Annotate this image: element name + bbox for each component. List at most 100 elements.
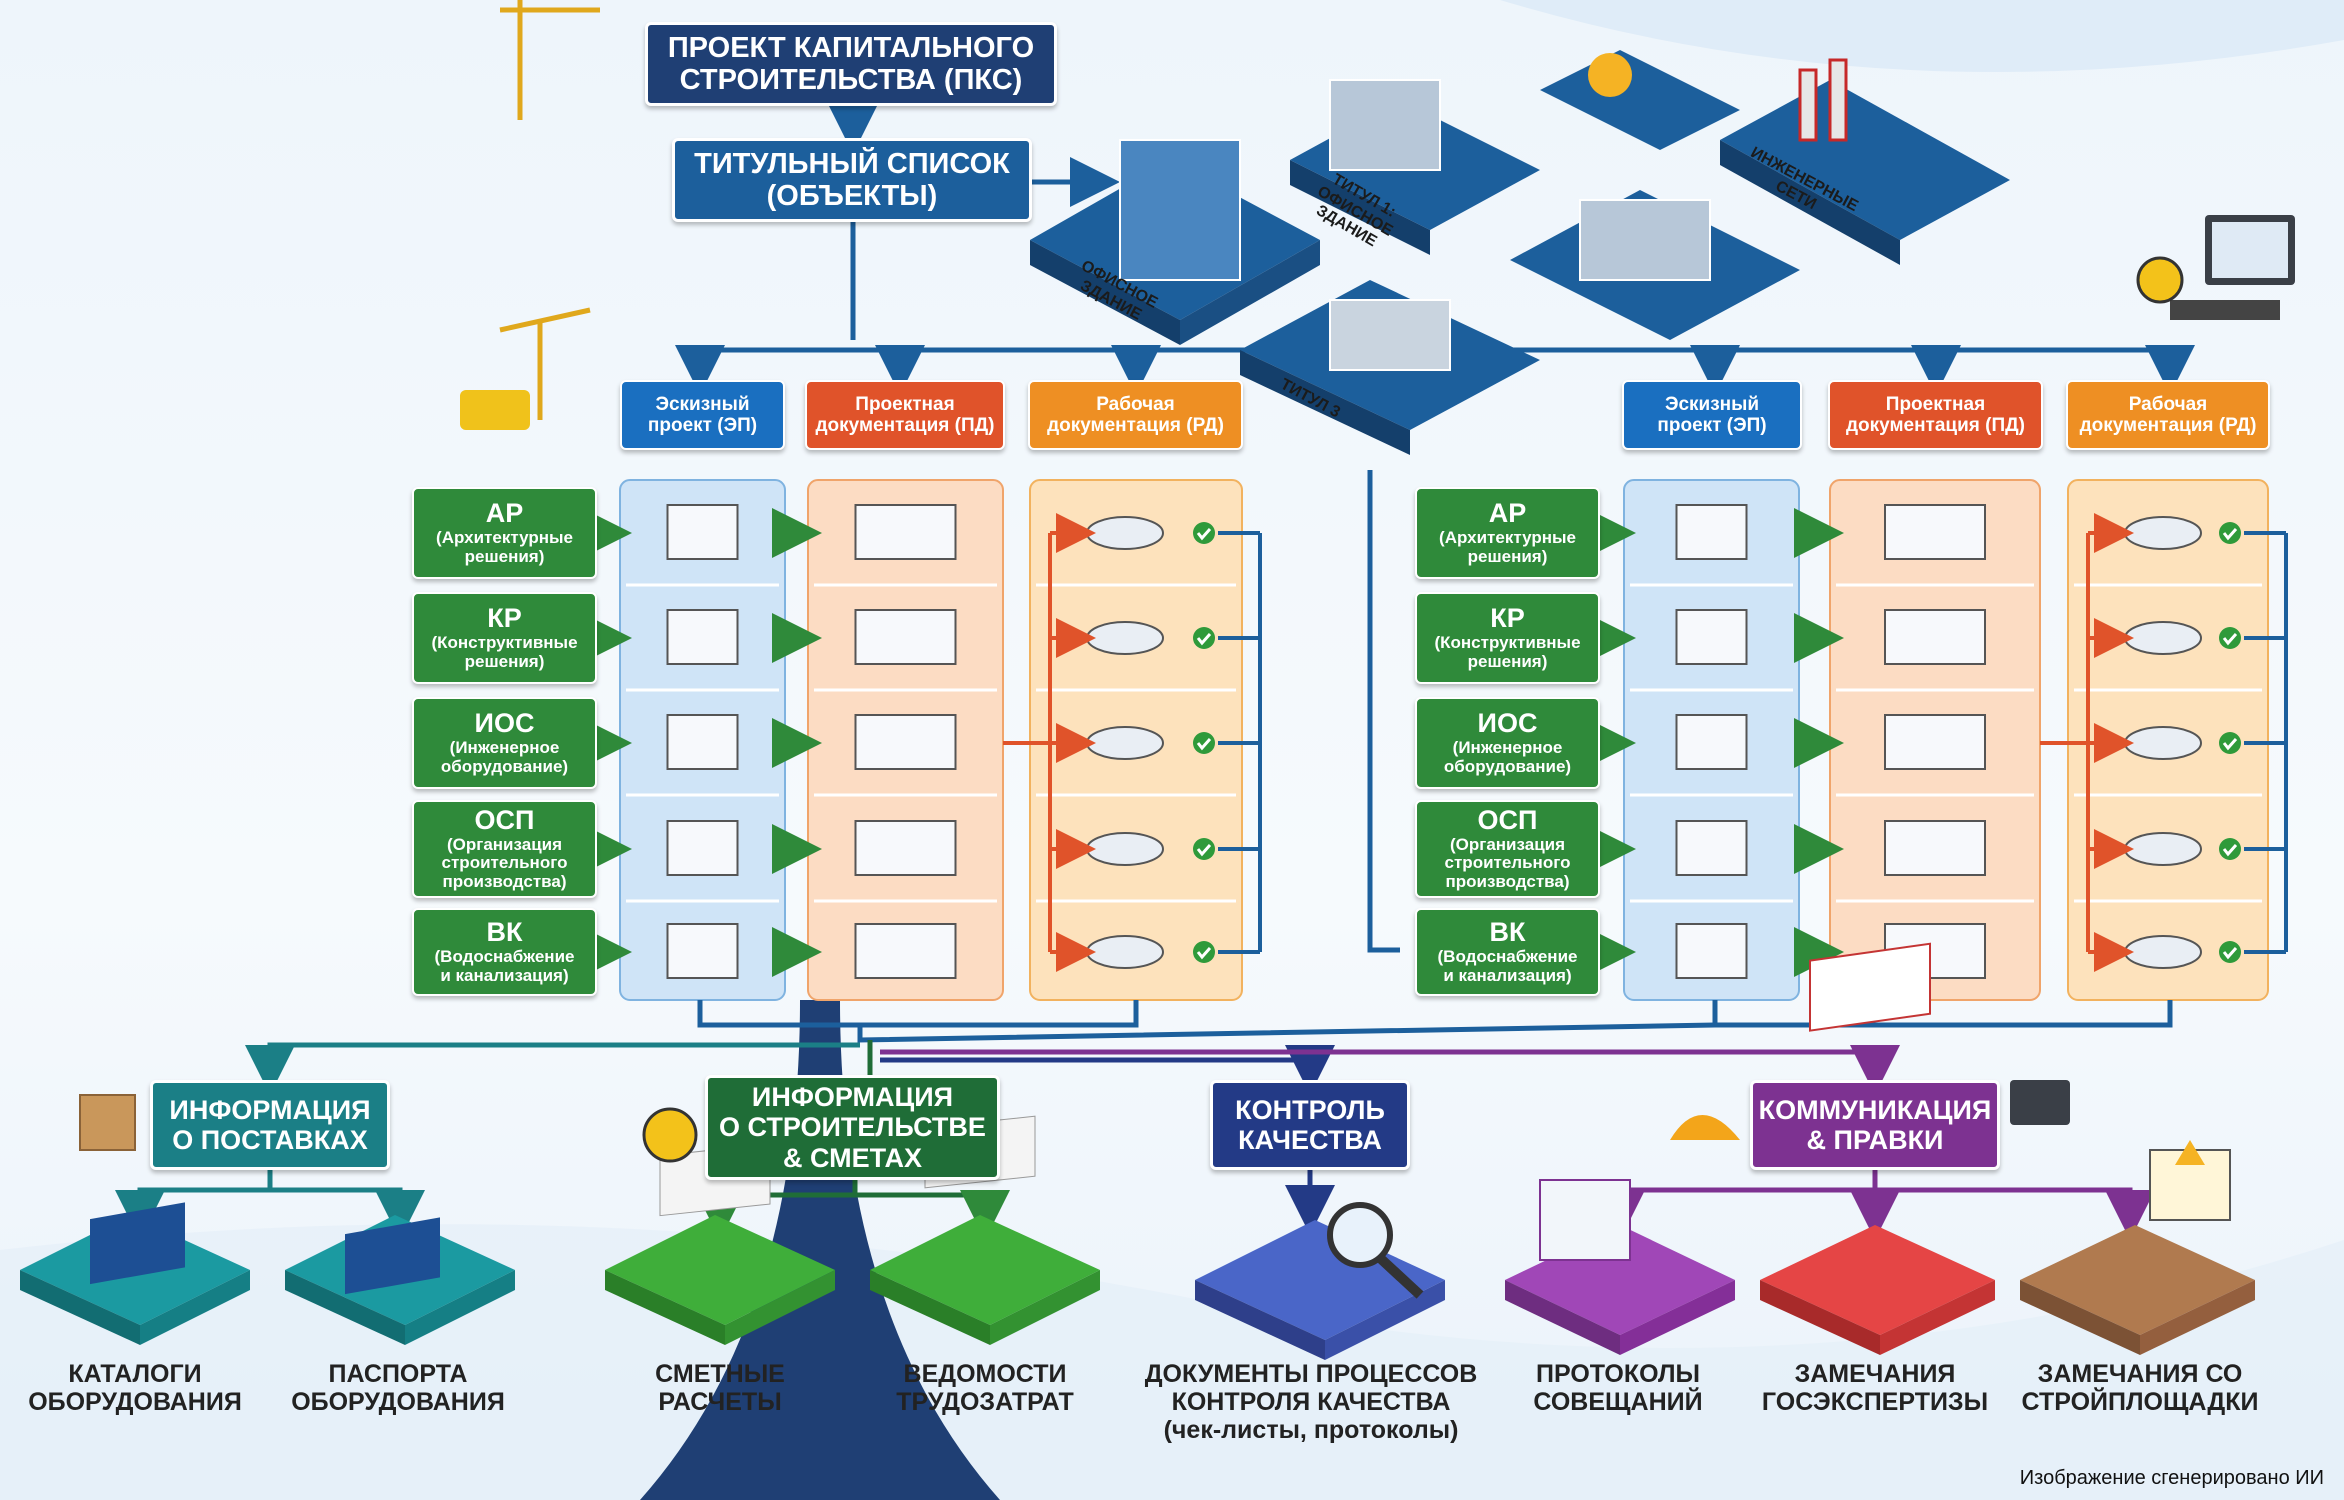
leaf-connectors bbox=[115, 1165, 2155, 1240]
stage-pd-left: Проектная документация (ПД) bbox=[805, 380, 1005, 450]
check-icon bbox=[2222, 633, 2238, 646]
stage-pd-right: Проектная документация (ПД) bbox=[1828, 380, 2043, 450]
check-icon bbox=[2222, 844, 2238, 857]
document-icon bbox=[1675, 820, 1748, 876]
drawing-icon bbox=[854, 820, 957, 876]
check-icon bbox=[2219, 732, 2241, 754]
drawing-icon bbox=[854, 714, 957, 770]
drawing-roll-icon bbox=[2124, 621, 2202, 655]
title-list-box: ТИТУЛЬНЫЙ СПИСОК (ОБЪЕКТЫ) bbox=[672, 138, 1032, 222]
computer-icon bbox=[2010, 1080, 2070, 1125]
leaf-label-minutes: ПРОТОКОЛЫ СОВЕЩАНИЙ bbox=[1533, 1360, 1703, 1416]
discipline-kr-left: КР(Конструктивные решения) bbox=[412, 592, 597, 684]
bottom-connectors bbox=[245, 1000, 2173, 1095]
check-icon bbox=[1196, 844, 1212, 857]
check-icon bbox=[1193, 732, 1215, 754]
drawing-icon bbox=[1884, 714, 1986, 770]
drawing-icon bbox=[854, 504, 957, 560]
discipline-code: ИОС bbox=[1477, 708, 1538, 739]
drawing-roll-icon bbox=[1086, 516, 1164, 550]
discipline-ios-right: ИОС(Инженерное оборудование) bbox=[1415, 697, 1600, 789]
pd-rd-collector bbox=[1003, 533, 1052, 952]
check-icon bbox=[2219, 627, 2241, 649]
document-icon bbox=[666, 609, 739, 665]
drawing-roll-icon bbox=[1086, 726, 1164, 760]
check-icon bbox=[2222, 947, 2238, 960]
document-icon bbox=[1675, 923, 1748, 979]
document-icon bbox=[666, 820, 739, 876]
passport-platform bbox=[285, 1215, 515, 1345]
discipline-code: АР bbox=[1488, 498, 1527, 529]
check-icon bbox=[1193, 522, 1215, 544]
ai-credit: Изображение сгенерировано ИИ bbox=[2019, 1467, 2324, 1489]
background-swoosh bbox=[0, 1224, 2344, 1500]
pd-rd-collector bbox=[2040, 533, 2090, 952]
drawing-roll-icon bbox=[1086, 832, 1164, 866]
check-icon bbox=[1196, 633, 1212, 646]
discipline-vk-right: ВК(Водоснабжение и канализация) bbox=[1415, 908, 1600, 996]
stage-ep-right: Эскизный проект (ЭП) bbox=[1622, 380, 1802, 450]
discipline-desc: (Организация строительного производства) bbox=[1444, 834, 1571, 891]
tape-measure-icon bbox=[2136, 256, 2184, 304]
leaf-label-calc: СМЕТНЫЕ РАСЧЕТЫ bbox=[655, 1360, 785, 1416]
check-icon bbox=[2219, 941, 2241, 963]
tree-trunk bbox=[640, 1000, 1000, 1500]
rows-left bbox=[582, 504, 1262, 979]
discipline-code: ИОС bbox=[474, 708, 535, 739]
check-icon bbox=[2222, 738, 2238, 751]
document-icon bbox=[1675, 714, 1748, 770]
discipline-code: КР bbox=[1490, 603, 1525, 634]
drawing-roll-icon bbox=[1086, 935, 1164, 969]
hard-hat-icon bbox=[1670, 1115, 1740, 1140]
drawing-icon bbox=[1884, 504, 1986, 560]
leaf-label-qc-docs: ДОКУМЕНТЫ ПРОЦЕССОВ КОНТРОЛЯ КАЧЕСТВА (ч… bbox=[1144, 1360, 1478, 1444]
discipline-code: КР bbox=[487, 603, 522, 634]
check-icon bbox=[2219, 522, 2241, 544]
leaf-label-site: ЗАМЕЧАНИЯ СО СТРОЙПЛОЩАДКИ bbox=[2021, 1360, 2259, 1416]
object-platforms bbox=[1030, 50, 2010, 455]
discipline-desc: (Конструктивные решения) bbox=[431, 633, 578, 671]
check-icon bbox=[1196, 738, 1212, 751]
drawing-icon bbox=[1884, 820, 1986, 876]
qc-platform bbox=[1195, 1202, 1445, 1360]
drawing-icon bbox=[854, 923, 957, 979]
discipline-osp-left: ОСП(Организация строительного производст… bbox=[412, 800, 597, 898]
leaf-label-catalogs: КАТАЛОГИ ОБОРУДОВАНИЯ bbox=[28, 1360, 242, 1416]
document-icon bbox=[1675, 609, 1748, 665]
computer-icon bbox=[2170, 215, 2295, 320]
check-icon bbox=[1196, 528, 1212, 541]
check-icon bbox=[2219, 838, 2241, 860]
drawing-icon bbox=[1884, 609, 1986, 665]
leaf-label-labor: ВЕДОМОСТИ ТРУДОЗАТРАТ bbox=[896, 1360, 1074, 1416]
discipline-osp-right: ОСП(Организация строительного производст… bbox=[1415, 800, 1600, 898]
minutes-platform bbox=[1505, 1179, 1735, 1355]
leaf-label-gosexp: ЗАМЕЧАНИЯ ГОСЭКСПЕРТИЗЫ bbox=[1761, 1360, 1989, 1416]
site-platform bbox=[2020, 1140, 2255, 1355]
check-icon bbox=[1193, 941, 1215, 963]
discipline-desc: (Инженерное оборудование) bbox=[440, 738, 569, 776]
discipline-desc: (Архитектурные решения) bbox=[1439, 528, 1576, 566]
leaf-platforms bbox=[20, 942, 2255, 1360]
drawing-roll-icon bbox=[2124, 832, 2202, 866]
excavator-icon bbox=[460, 390, 530, 430]
stage-rd-left: Рабочая документация (РД) bbox=[1028, 380, 1243, 450]
discipline-ar-left: АР(Архитектурные решения) bbox=[412, 487, 597, 579]
category-estimates: ИНФОРМАЦИЯ О СТРОИТЕЛЬСТВЕ & СМЕТАХ bbox=[705, 1075, 1000, 1180]
drawing-roll-icon bbox=[2124, 516, 2202, 550]
drawing-roll-icon bbox=[2124, 935, 2202, 969]
discipline-code: ОСП bbox=[474, 804, 535, 835]
rows-right bbox=[1586, 504, 2288, 979]
discipline-code: АР bbox=[485, 498, 524, 529]
pks-box: ПРОЕКТ КАПИТАЛЬНОГО СТРОИТЕЛЬСТВА (ПКС) bbox=[645, 22, 1057, 106]
discipline-code: ВК bbox=[1489, 917, 1526, 948]
stage-ep-left: Эскизный проект (ЭП) bbox=[620, 380, 785, 450]
discipline-desc: (Конструктивные решения) bbox=[1434, 633, 1581, 671]
discipline-desc: (Водоснабжение и канализация) bbox=[1437, 947, 1578, 985]
document-icon bbox=[1675, 504, 1748, 560]
document-icon bbox=[666, 923, 739, 979]
category-quality: КОНТРОЛЬ КАЧЕСТВА bbox=[1210, 1080, 1410, 1170]
discipline-kr-right: КР(Конструктивные решения) bbox=[1415, 592, 1600, 684]
discipline-ios-left: ИОС(Инженерное оборудование) bbox=[412, 697, 597, 789]
gosexp-platform bbox=[1760, 942, 1995, 1355]
